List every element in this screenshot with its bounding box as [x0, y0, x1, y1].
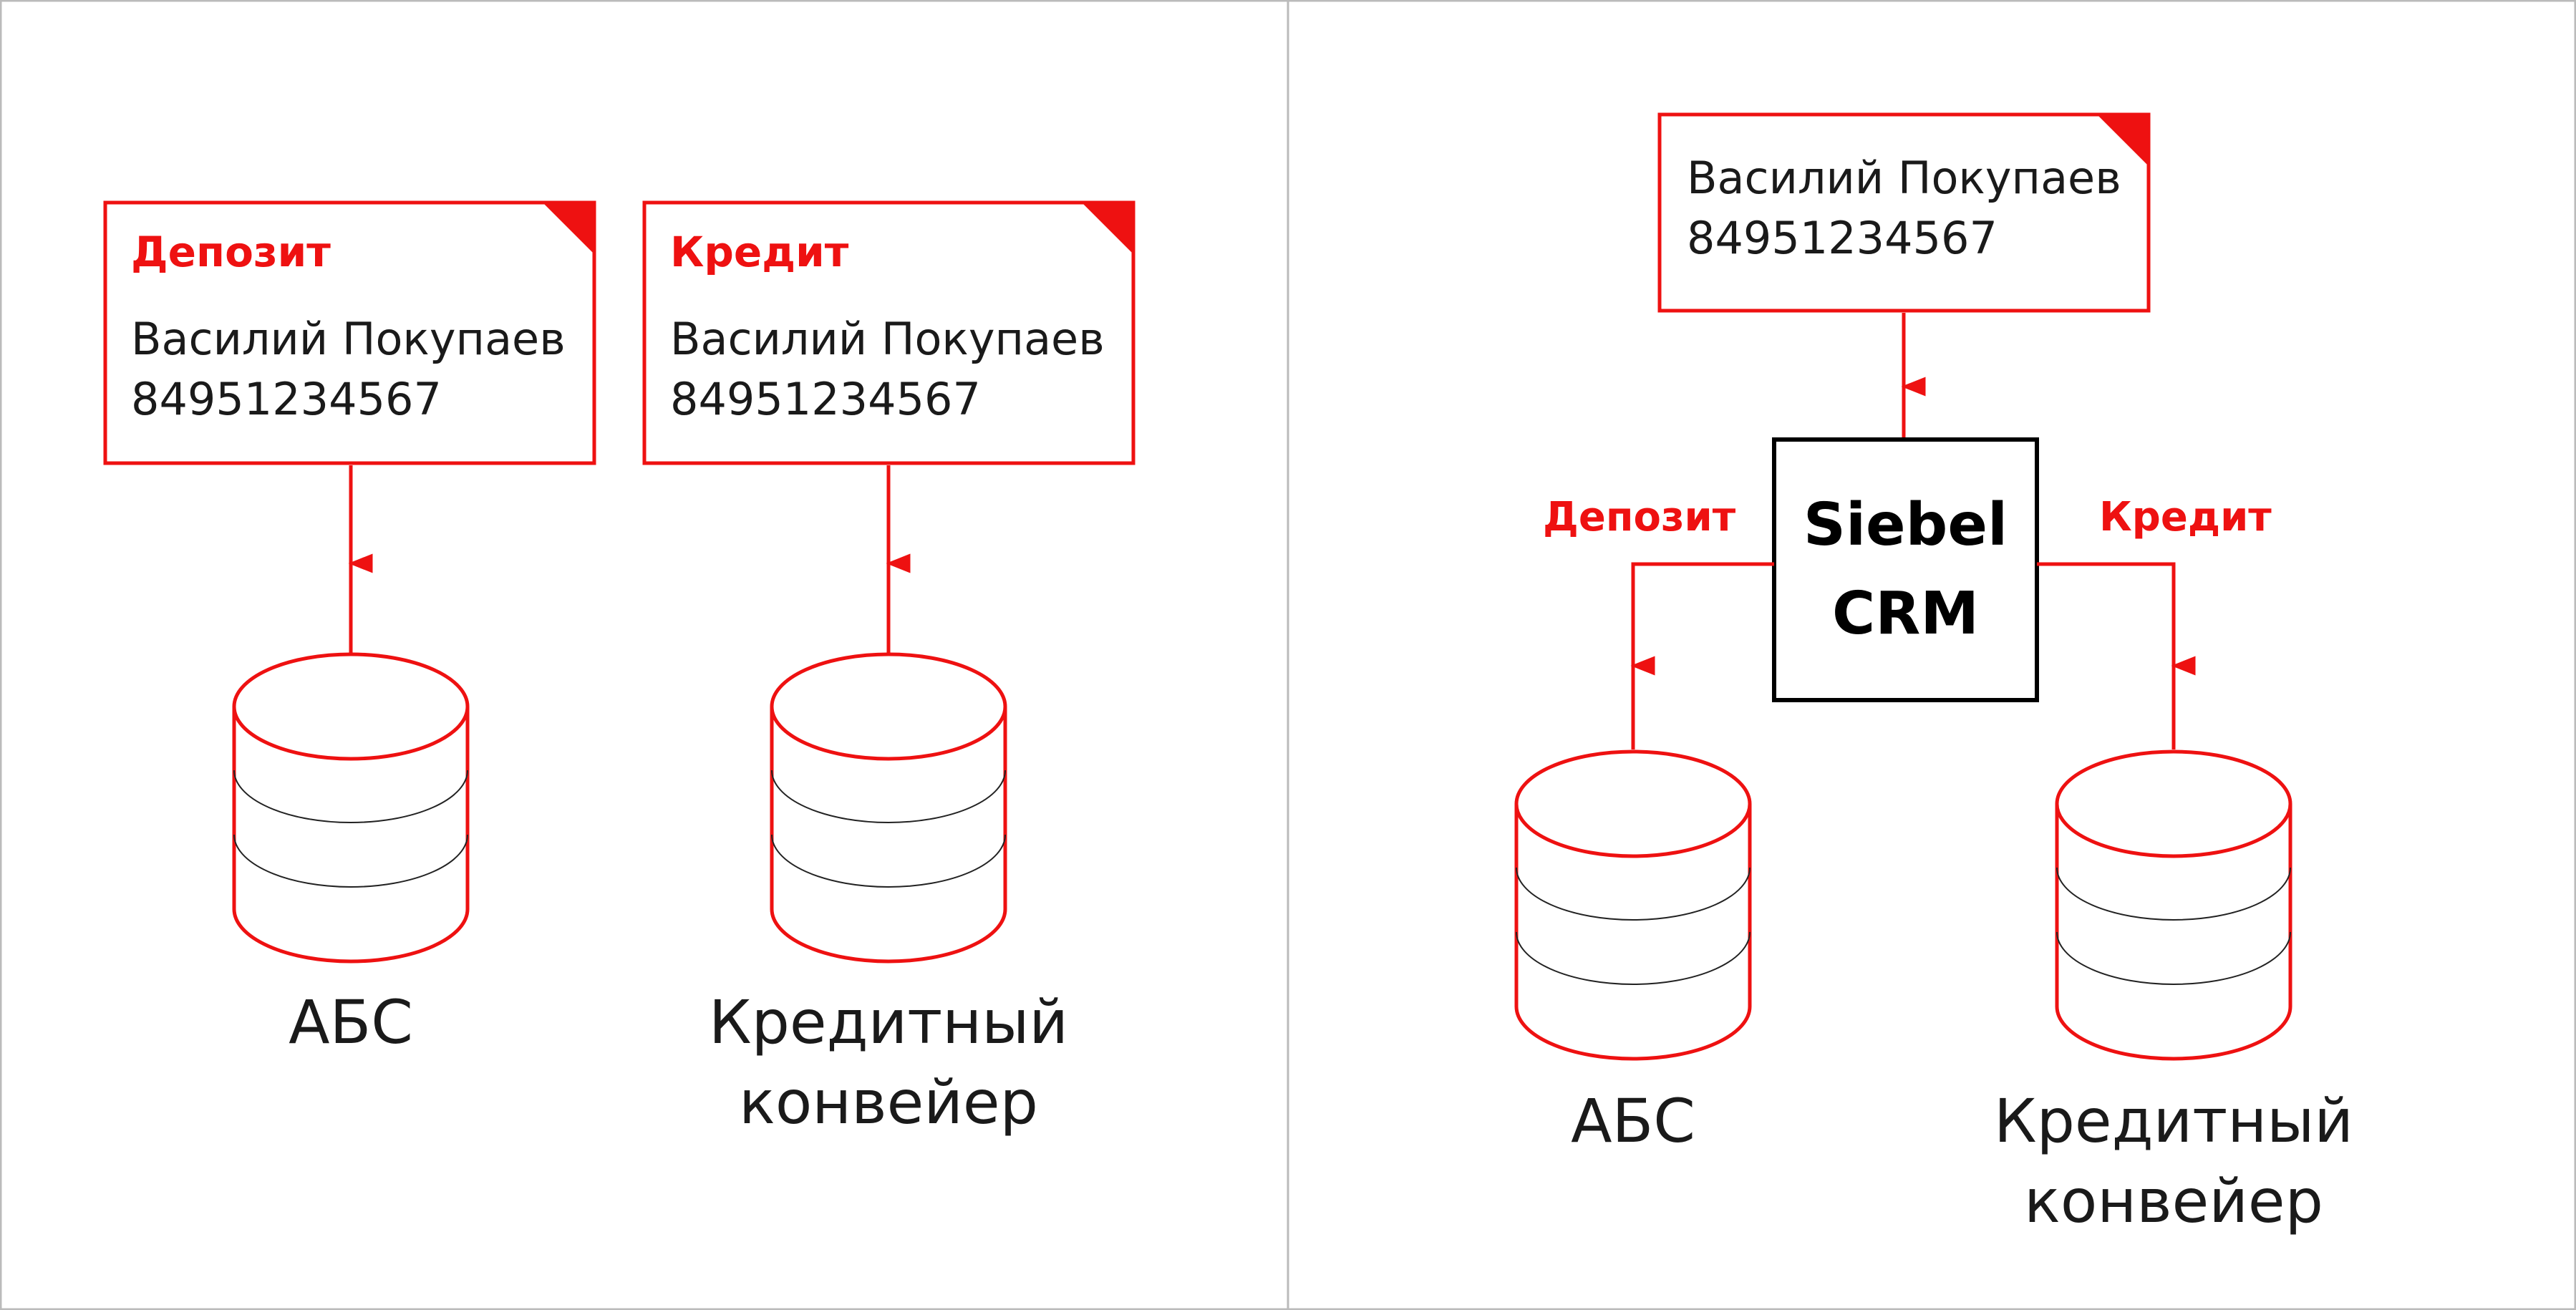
- crm-box: [1772, 437, 2039, 702]
- left-card-deposit-details: Василий Покупаев 84951234567: [131, 309, 566, 430]
- right-arrow-crm-to-abs: [1630, 562, 1774, 676]
- right-database-abs-icon: [1514, 749, 1752, 1061]
- left-card-deposit-phone: 84951234567: [131, 373, 442, 425]
- right-database-conveyor-icon: [2055, 749, 2292, 1061]
- left-card-credit-kind: Кредит: [670, 228, 849, 276]
- left-database-conveyor-label: Кредитный конвейер: [702, 982, 1075, 1142]
- left-database-conveyor-icon: [770, 652, 1007, 964]
- right-card-phone: 84951234567: [1687, 212, 1998, 264]
- left-card-credit-name: Василий Покупаев: [670, 313, 1105, 365]
- left-database-abs-label: АБС: [289, 987, 413, 1057]
- edge-label-credit: Кредит: [2099, 494, 2272, 540]
- crm-label: Siebel CRM: [1774, 481, 2037, 659]
- right-database-abs-label: АБС: [1571, 1086, 1695, 1156]
- left-card-credit-details: Василий Покупаев 84951234567: [670, 309, 1105, 430]
- crm-label-line1: Siebel: [1803, 491, 2008, 559]
- right-database-conveyor-label: Кредитный конвейер: [1987, 1081, 2360, 1241]
- right-database-conveyor-label-line2: конвейер: [2024, 1166, 2323, 1236]
- right-card: [1657, 112, 2151, 313]
- card-corner-icon: [1082, 203, 1133, 254]
- left-card-deposit-name: Василий Покупаев: [131, 313, 566, 365]
- left-card-deposit-kind: Депозит: [131, 228, 331, 276]
- left-card-deposit: [103, 200, 596, 465]
- right-card-name: Василий Покупаев: [1687, 152, 2121, 204]
- left-database-conveyor-label-line2: конвейер: [739, 1067, 1038, 1137]
- left-database-abs-icon: [232, 652, 470, 964]
- left-card-credit-phone: 84951234567: [670, 373, 981, 425]
- left-database-conveyor-label-line1: Кредитный: [708, 987, 1069, 1057]
- card-corner-icon: [543, 203, 594, 254]
- left-card-credit: [642, 200, 1136, 465]
- card-corner-icon: [2097, 115, 2149, 166]
- right-arrow-crm-to-conveyor: [2037, 562, 2196, 676]
- crm-label-line2: CRM: [1832, 580, 1979, 648]
- right-database-conveyor-label-line1: Кредитный: [1993, 1086, 2354, 1156]
- edge-label-deposit: Депозит: [1543, 494, 1736, 540]
- right-card-details: Василий Покупаев 84951234567: [1687, 148, 2121, 268]
